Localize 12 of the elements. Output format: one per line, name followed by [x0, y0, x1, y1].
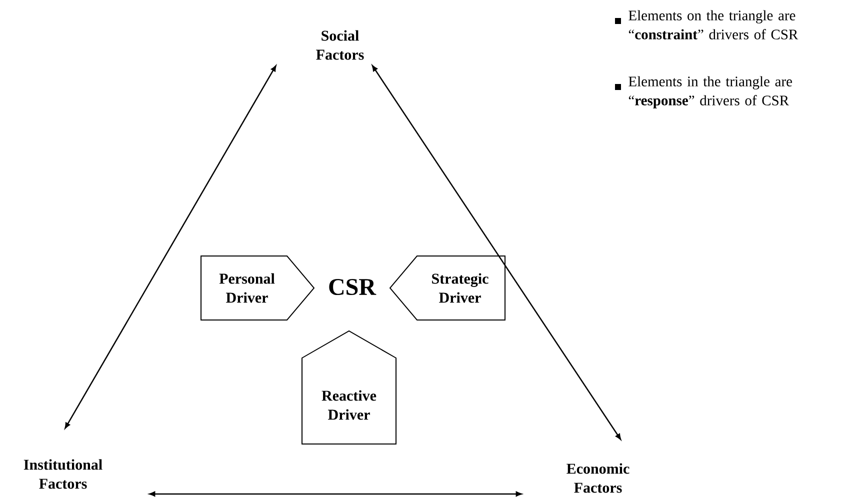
arrow — [372, 65, 622, 440]
factor-label: Economic Factors — [566, 463, 630, 493]
driver-pentagon: Reactive Driver — [302, 330, 396, 444]
arrow — [149, 491, 522, 496]
center-label: CSR — [329, 278, 376, 296]
driver-pentagon: Personal Driver — [200, 256, 315, 320]
driver-pentagon: Strategic Driver — [389, 256, 506, 320]
bullet-item: Elements on the triangle are “constraint” drivers of CSR — [615, 10, 798, 40]
arrow — [64, 65, 276, 429]
factor-label: Social Factors — [316, 30, 364, 60]
factor-label: Institutional Factors — [24, 459, 102, 489]
bullet-item: Elements in the triangle are “response” drivers of CSR — [615, 76, 792, 108]
